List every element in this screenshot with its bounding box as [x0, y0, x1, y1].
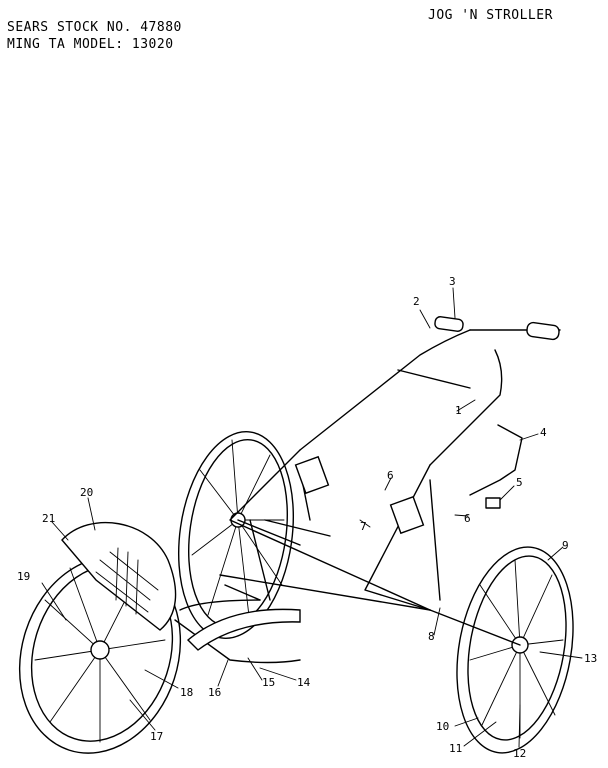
callout-18: 18: [180, 686, 193, 699]
callout-numbers: 1 2 3 4 5 6 6 7 8 9 10 11 12 13 14 15 16…: [17, 275, 597, 760]
callout-9: 9: [562, 539, 569, 552]
callout-16: 16: [208, 686, 221, 699]
callout-19: 19: [17, 570, 30, 583]
footrest: [186, 608, 301, 651]
callout-6b: 6: [464, 512, 471, 525]
callout-lines: [41, 287, 583, 748]
callout-17: 17: [150, 730, 163, 743]
callout-3: 3: [449, 275, 456, 288]
brake-lever: [469, 424, 523, 509]
callout-4: 4: [540, 426, 547, 439]
callout-1: 1: [455, 404, 462, 417]
callout-5: 5: [516, 476, 523, 489]
callout-14: 14: [297, 676, 311, 689]
diagram-title: JOG 'N STROLLER: [428, 8, 553, 23]
callout-13: 13: [584, 652, 597, 665]
stroller-frame: [174, 329, 561, 664]
stock-number: SEARS STOCK NO. 47880: [7, 20, 182, 35]
rear-right-wheel: [456, 546, 574, 754]
callout-2: 2: [413, 295, 420, 308]
callout-7: 7: [360, 520, 367, 533]
rear-left-wheel: [177, 431, 295, 639]
callout-20: 20: [80, 486, 93, 499]
handle-grips: [434, 316, 560, 341]
model-number: MING TA MODEL: 13020: [7, 37, 174, 52]
callout-8: 8: [428, 630, 435, 643]
callout-15: 15: [262, 676, 275, 689]
front-fender: [61, 521, 177, 631]
callout-12: 12: [513, 747, 526, 760]
callout-10: 10: [436, 720, 449, 733]
callout-21: 21: [42, 512, 55, 525]
callout-6a: 6: [387, 469, 394, 482]
frame-brackets: [294, 455, 425, 535]
callout-11: 11: [449, 742, 462, 755]
